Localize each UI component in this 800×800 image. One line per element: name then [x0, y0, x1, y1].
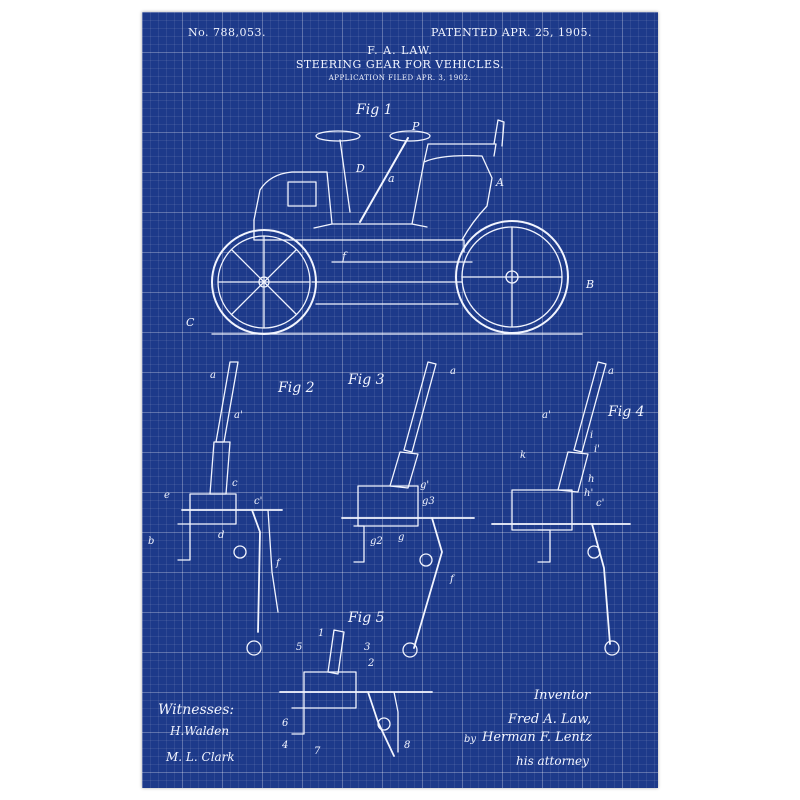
fig5-steering-drawing	[279, 629, 433, 757]
fig3-label-f: f	[450, 574, 454, 585]
fig5-label-6: 6	[282, 718, 289, 729]
fig3-label-g-prime: g'	[420, 480, 430, 491]
fig2-label-f: f	[276, 558, 280, 569]
fig4-label-k: k	[520, 450, 527, 461]
attorney-signature: Herman F. Lentz	[482, 730, 592, 745]
fig4-label-i: i	[590, 430, 594, 441]
fig1-label-p: P	[412, 120, 420, 133]
fig3-label-a: a	[450, 366, 456, 377]
fig1-label-a: a	[388, 172, 395, 185]
fig2-steering-drawing	[177, 361, 283, 656]
fig3-title: Fig 3	[348, 372, 385, 388]
fig3-label-g2: g2	[370, 536, 383, 547]
fig4-label-a-prime: a'	[542, 410, 551, 421]
fig3-steering-drawing	[341, 361, 475, 658]
fig1-label-f: f	[342, 250, 347, 263]
fig2-label-c: c	[232, 478, 238, 489]
fig4-label-a: a	[608, 366, 614, 377]
attorney-label: his attorney	[516, 754, 589, 768]
inventor-label: Inventor	[534, 688, 591, 703]
fig2-label-a: a	[210, 370, 216, 381]
fig5-label-1: 1	[318, 628, 325, 639]
fig4-steering-drawing	[491, 361, 631, 656]
fig1-label-c: C	[186, 316, 195, 329]
fig5-label-5: 5	[296, 642, 303, 653]
application-date: APPLICATION FILED APR. 3, 1902.	[328, 74, 472, 82]
fig5-label-7: 7	[314, 746, 321, 757]
fig5-label-8: 8	[404, 740, 411, 751]
fig5-label-4: 4	[282, 740, 289, 751]
fig4-title: Fig 4	[608, 404, 645, 420]
fig2-label-b: b	[148, 536, 155, 547]
by-label: by	[464, 734, 477, 745]
inventor-signature: Fred A. Law,	[508, 712, 592, 727]
fig5-label-2: 2	[368, 658, 375, 669]
fig3-label-g3: g3	[422, 496, 435, 507]
patent-drawings	[177, 119, 631, 757]
patent-date: PATENTED APR. 25, 1905.	[430, 26, 592, 39]
fig1-label-b: B	[586, 278, 595, 291]
fig2-label-a-prime: a'	[234, 410, 243, 421]
inventor-name: F. A. LAW.	[367, 44, 433, 57]
fig4-label-c-prime: c'	[596, 498, 605, 509]
fig4-label-h: h	[588, 474, 595, 485]
patent-number: No. 788,053.	[188, 26, 267, 39]
fig1-label-a-upper: A	[496, 176, 504, 189]
fig5-title: Fig 5	[348, 610, 385, 626]
witness-signature-2: M. L. Clark	[166, 750, 235, 764]
witness-signature-1: H.Walden	[170, 724, 230, 738]
fig4-label-i-prime: i'	[594, 444, 600, 455]
fig1-label-d: D	[356, 162, 365, 175]
fig1-title: Fig 1	[356, 102, 393, 118]
patent-blueprint: No. 788,053. PATENTED APR. 25, 1905. F. …	[142, 12, 658, 788]
fig2-label-e: e	[164, 490, 170, 501]
fig5-label-3: 3	[364, 642, 371, 653]
witnesses-label: Witnesses:	[158, 702, 235, 718]
fig2-title: Fig 2	[278, 380, 315, 396]
patent-title: STEERING GEAR FOR VEHICLES.	[295, 58, 505, 71]
fig2-label-d: d	[218, 530, 225, 541]
fig2-label-c-prime: c'	[254, 496, 263, 507]
fig3-label-g: g	[398, 532, 405, 543]
fig1-vehicle-drawing	[211, 119, 583, 335]
fig4-label-h-prime: h'	[584, 488, 594, 499]
